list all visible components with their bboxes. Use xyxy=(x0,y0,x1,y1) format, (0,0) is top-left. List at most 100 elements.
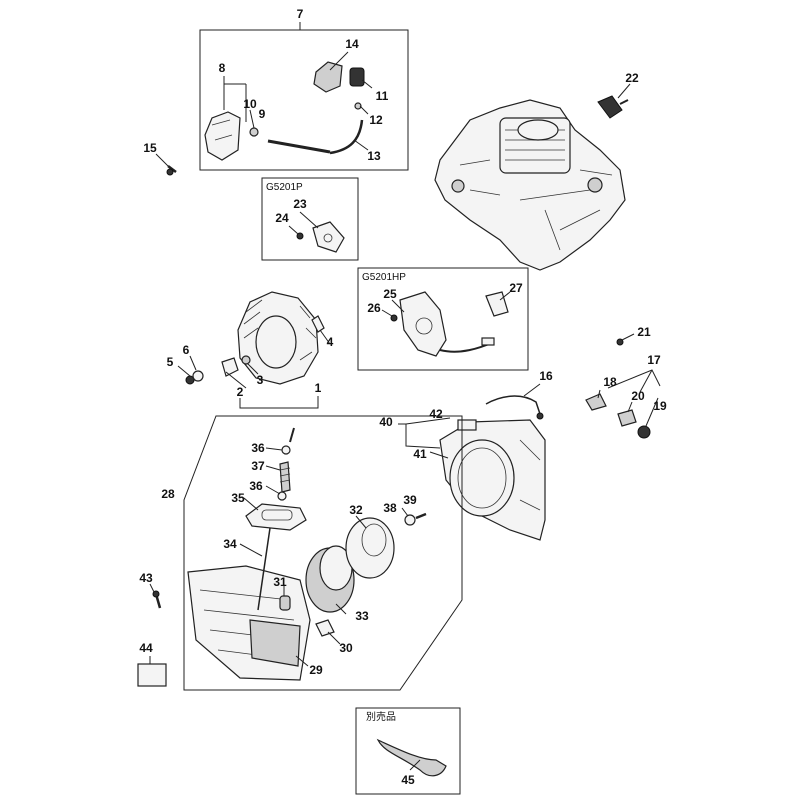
leaders-group-7 xyxy=(223,51,373,151)
label-13: 13 xyxy=(367,149,381,163)
label-36-bottom: 36 xyxy=(249,479,263,493)
label-45: 45 xyxy=(401,773,415,787)
leaders-17-21 xyxy=(597,369,661,427)
label-41: 41 xyxy=(413,447,427,461)
part-13-cable xyxy=(329,119,364,155)
part-3-washer xyxy=(241,355,251,365)
label-7: 7 xyxy=(297,7,304,21)
label-9: 9 xyxy=(259,107,266,121)
label-37: 37 xyxy=(251,459,265,473)
part-8-ignition-coil xyxy=(204,111,259,161)
part-36-collar-top xyxy=(281,445,291,455)
label-44: 44 xyxy=(139,641,153,655)
part-38-washer xyxy=(404,514,416,526)
part-45-scabbard xyxy=(376,738,447,777)
part-41-fan-cover xyxy=(439,419,546,541)
label-27: 27 xyxy=(509,281,523,295)
label-43: 43 xyxy=(139,571,153,585)
label-3: 3 xyxy=(257,373,264,387)
label-11: 11 xyxy=(376,89,389,103)
leader-43 xyxy=(149,583,155,593)
part-35-handle xyxy=(245,503,307,531)
label-40: 40 xyxy=(379,415,393,429)
part-25-coil xyxy=(399,291,495,357)
label-25: 25 xyxy=(383,287,397,301)
part-18-grommet xyxy=(585,393,607,411)
label-39: 39 xyxy=(403,493,417,507)
label-5: 5 xyxy=(167,355,174,369)
part-11-clip xyxy=(349,67,365,87)
label-15: 15 xyxy=(143,141,157,155)
label-38: 38 xyxy=(383,501,397,515)
leaders-40-42 xyxy=(398,417,451,459)
part-6-washer xyxy=(192,370,204,382)
part-14-switch xyxy=(313,61,343,93)
part-9-wire xyxy=(267,139,331,154)
part-37-spring xyxy=(279,461,291,493)
label-33: 33 xyxy=(355,609,369,623)
leader-45 xyxy=(409,759,421,771)
part-20-grommet xyxy=(617,409,637,427)
label-16: 16 xyxy=(539,369,553,383)
part-32-pulley xyxy=(345,517,395,579)
label-32: 32 xyxy=(349,503,363,517)
label-8: 8 xyxy=(219,61,226,75)
leaders-g5201hp xyxy=(381,291,511,317)
part-19-cap xyxy=(637,425,651,439)
label-12: 12 xyxy=(369,113,383,127)
part-34-rope xyxy=(257,527,271,611)
label-22: 22 xyxy=(625,71,639,85)
part-39-screw xyxy=(415,512,427,520)
part-22-spark-plug xyxy=(597,95,629,119)
caption-g5201p: G5201P xyxy=(266,182,303,193)
label-18: 18 xyxy=(603,375,617,389)
label-21: 21 xyxy=(637,325,651,339)
part-42-label xyxy=(457,419,477,431)
part-44-label xyxy=(137,663,167,687)
label-42: 42 xyxy=(429,407,443,421)
label-2: 2 xyxy=(237,385,244,399)
part-24-screw xyxy=(296,232,304,240)
part-16-wire xyxy=(485,395,544,420)
leader-21 xyxy=(621,333,635,341)
label-24: 24 xyxy=(275,211,289,225)
leaders-group-28 xyxy=(239,447,409,667)
label-6: 6 xyxy=(183,343,190,357)
part-23-plate xyxy=(312,221,345,253)
part-15-screw xyxy=(166,165,177,176)
part-26-screw xyxy=(390,314,398,322)
label-19: 19 xyxy=(653,399,667,413)
part-top-screw xyxy=(289,427,295,443)
leader-15 xyxy=(155,153,169,167)
part-1-flywheel xyxy=(237,291,319,385)
leaders-g5201p xyxy=(288,211,319,235)
label-35: 35 xyxy=(231,491,245,505)
label-14: 14 xyxy=(345,37,359,51)
part-4-key xyxy=(311,315,325,333)
label-26: 26 xyxy=(367,301,381,315)
label-36-top: 36 xyxy=(251,441,265,455)
part-12-spring xyxy=(354,102,362,110)
label-29: 29 xyxy=(309,663,323,677)
label-23: 23 xyxy=(293,197,307,211)
g5201hp-frame xyxy=(357,267,529,371)
leaders-flywheel xyxy=(177,329,331,409)
label-20: 20 xyxy=(631,389,645,403)
label-17: 17 xyxy=(647,353,661,367)
engine-assembly xyxy=(434,99,626,271)
leader-22 xyxy=(617,83,631,99)
caption-g5201hp: G5201HP xyxy=(362,272,406,283)
part-21-screw xyxy=(616,338,624,346)
part-31-bushing xyxy=(279,595,291,611)
label-4: 4 xyxy=(327,335,334,349)
leader-16 xyxy=(523,383,541,397)
group-28-frame xyxy=(183,415,463,691)
label-28: 28 xyxy=(161,487,175,501)
label-34: 34 xyxy=(223,537,237,551)
label-31: 31 xyxy=(273,575,287,589)
part-2-nut xyxy=(221,357,239,377)
caption-sold-separately: 別売品 xyxy=(366,710,396,723)
sold-separately-frame xyxy=(355,707,461,795)
